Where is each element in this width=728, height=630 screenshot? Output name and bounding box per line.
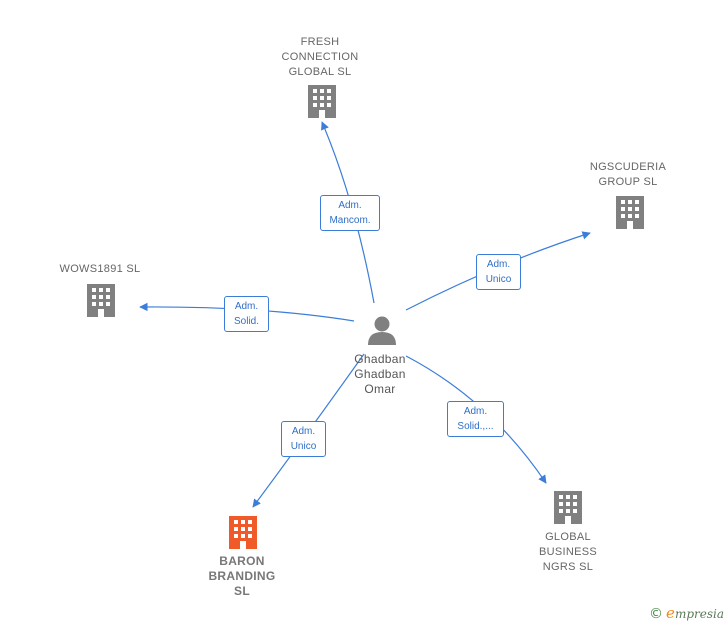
building-icon[interactable] <box>616 196 644 229</box>
person-label[interactable]: Ghadban Ghadban Omar <box>354 352 406 396</box>
brand-name: mpresia <box>674 607 724 621</box>
person-icon[interactable] <box>368 316 396 346</box>
relation-label-fresh: Adm. Mancom. <box>320 195 380 231</box>
building-icon[interactable] <box>554 491 582 524</box>
company-label-ngscuderia[interactable]: NGSCUDERIA GROUP SL <box>589 161 667 188</box>
brand-footer: ©empresia <box>649 604 724 622</box>
relation-label-ngscuderia: Adm. Unico <box>476 254 521 290</box>
relation-label-baron: Adm. Unico <box>281 421 326 457</box>
relation-label-global: Adm. Solid.,... <box>447 401 504 437</box>
company-label-baron[interactable]: BARON BRANDING SL <box>208 554 276 598</box>
company-label-global[interactable]: GLOBAL BUSINESS NGRS SL <box>538 531 598 573</box>
relation-label-wows: Adm. Solid. <box>224 296 269 332</box>
building-icon[interactable] <box>87 284 115 317</box>
building-icon[interactable] <box>229 516 257 549</box>
copyright-icon: © <box>649 606 664 622</box>
building-icon[interactable] <box>308 85 336 118</box>
company-label-fresh[interactable]: FRESH CONNECTION GLOBAL SL <box>281 36 359 78</box>
company-label-wows[interactable]: WOWS1891 SL <box>59 263 141 275</box>
brand-initial: e <box>666 604 675 622</box>
